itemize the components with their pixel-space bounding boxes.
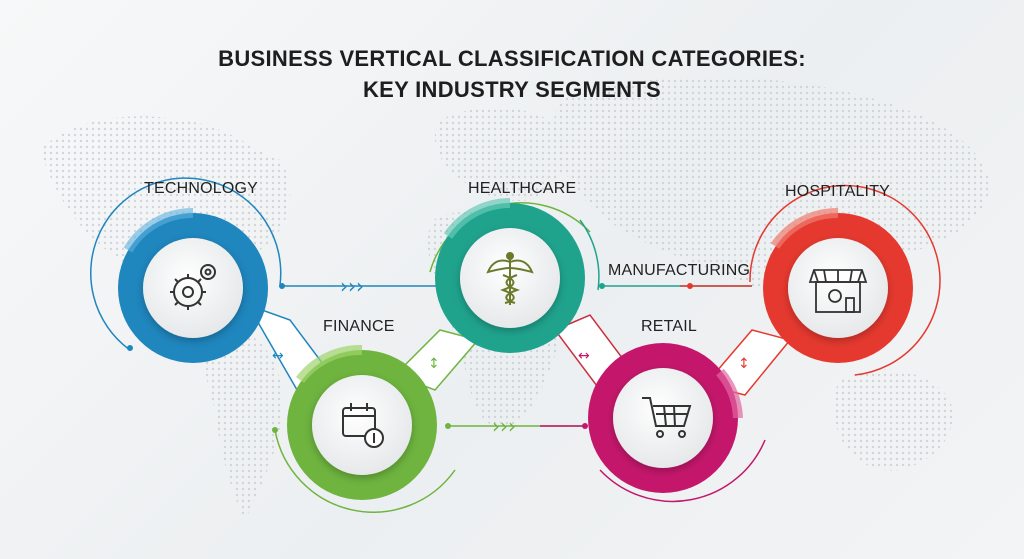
svg-text:↔: ↔ [578,348,590,364]
gears-icon [170,264,216,310]
svg-text:↕: ↕ [738,356,750,372]
label-retail: RETAIL [641,318,698,335]
node-healthcare [429,198,600,353]
label-finance: FINANCE [323,318,395,335]
calendar-coin-icon [342,403,384,448]
connector-finance-retail: ››› [445,414,588,438]
label-healthcare: HEALTHCARE [468,180,577,197]
svg-text:›››: ››› [340,274,364,298]
node-finance [272,344,456,513]
node-retail [588,343,766,503]
label-manufacturing: MANUFACTURING [608,262,751,279]
page-title-line-2: KEY INDUSTRY SEGMENTS [362,77,662,102]
caduceus-icon [486,252,534,305]
connector-healthcare-hospitality [599,283,752,289]
label-technology: TECHNOLOGY [144,180,259,197]
svg-text:›››: ››› [492,414,516,438]
node-hospitality [749,184,941,376]
node-technology [90,177,282,363]
svg-text:↕: ↕ [428,356,440,372]
svg-text:↔: ↔ [272,348,284,364]
label-hospitality: HOSPITALITY [785,183,891,200]
storefront-icon [808,269,868,313]
shopping-cart-icon [642,397,692,438]
page-title-line-1: BUSINESS VERTICAL CLASSIFICATION CATEGOR… [218,46,806,71]
connector-technology-healthcare: ››› [279,274,440,298]
